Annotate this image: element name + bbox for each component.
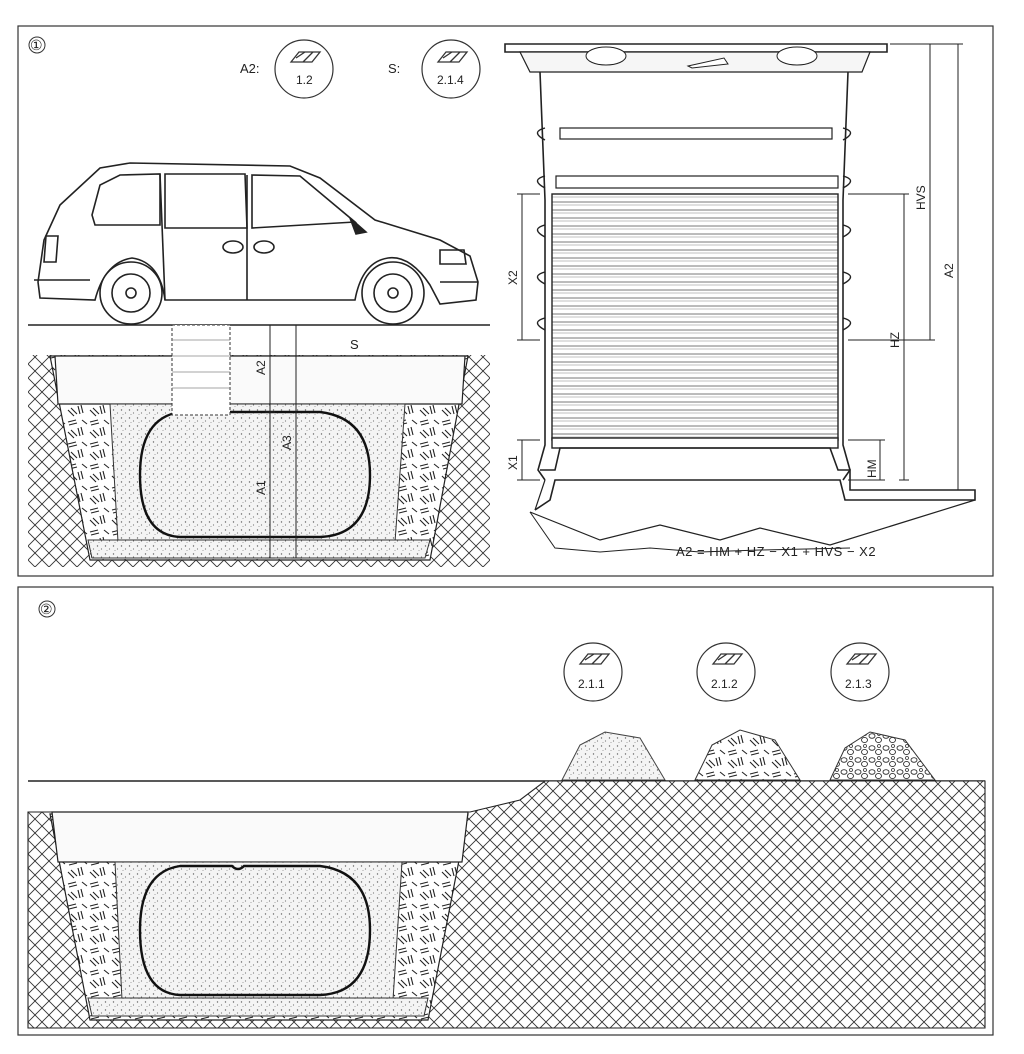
badge-s-ref: 2.1.4 [437,73,464,87]
crushed-stone-pile [694,729,801,781]
material-badge-1-ref: 2.1.1 [578,677,605,691]
topsoil-layer [54,355,466,405]
shaft-ring [559,127,833,140]
dim-label-a2-right: A2 [942,263,956,278]
height-formula: A2 = HM + HZ − X1 + HVS − X2 [676,544,876,559]
material-badge-3: 2.1.3 [830,642,890,702]
tank-body [138,410,372,539]
panel-2: ② 2.1.1 2.1.2 2.1.3 [17,586,994,1036]
badge-a2: A2: 1.2 [240,39,334,99]
material-badge-2: 2.1.2 [696,642,756,702]
panel-1-number-circle [28,36,46,54]
dim-label-x2: X2 [506,270,520,285]
tank-shaft [171,324,231,416]
dim-label-hvs: HVS [914,185,928,210]
cover-depth-label-s: S [350,337,359,352]
dim-label-hz: HZ [888,332,902,348]
base-layer [87,539,431,559]
panel-1: ① A2: 1.2 S: 2.1.4 [17,25,994,577]
book-icon [289,51,322,63]
dimensions-right [517,43,963,491]
material-badge-2-ref: 2.1.2 [711,677,738,691]
material-badge-3-ref: 2.1.3 [845,677,872,691]
material-badge-1: 2.1.1 [563,642,623,702]
book-icon [711,653,744,665]
dim-label-a1: A1 [254,480,268,495]
dim-label-a3: A3 [280,435,294,450]
pebble-pile [829,731,936,781]
book-icon [436,51,469,63]
book-icon [845,653,878,665]
panel-2-number: ② [40,601,53,617]
dimensions-left [265,324,301,559]
dim-label-a2-left: A2 [254,360,268,375]
badge-s-prefix: S: [388,61,400,76]
shaft-detail [504,43,976,553]
sand-pile [561,731,666,781]
manhole-cover [504,43,888,53]
dim-label-hm: HM [865,459,879,478]
badge-s: S: 2.1.4 [388,39,481,99]
book-icon [578,653,611,665]
car-illustration [34,162,479,325]
panel-2-number-circle [38,600,56,618]
dim-label-x1: X1 [506,455,520,470]
panel-1-number: ① [30,37,43,53]
tank-body-2 [138,864,372,997]
topsoil-layer-2 [51,811,469,863]
excavation-left [28,324,490,567]
badge-a2-ref: 1.2 [296,73,313,87]
badge-a2-prefix: A2: [240,61,260,76]
telescopic-pipe [551,193,839,441]
badge-a2-circle [274,39,334,99]
badge-s-circle [421,39,481,99]
base-layer-2 [87,997,429,1017]
